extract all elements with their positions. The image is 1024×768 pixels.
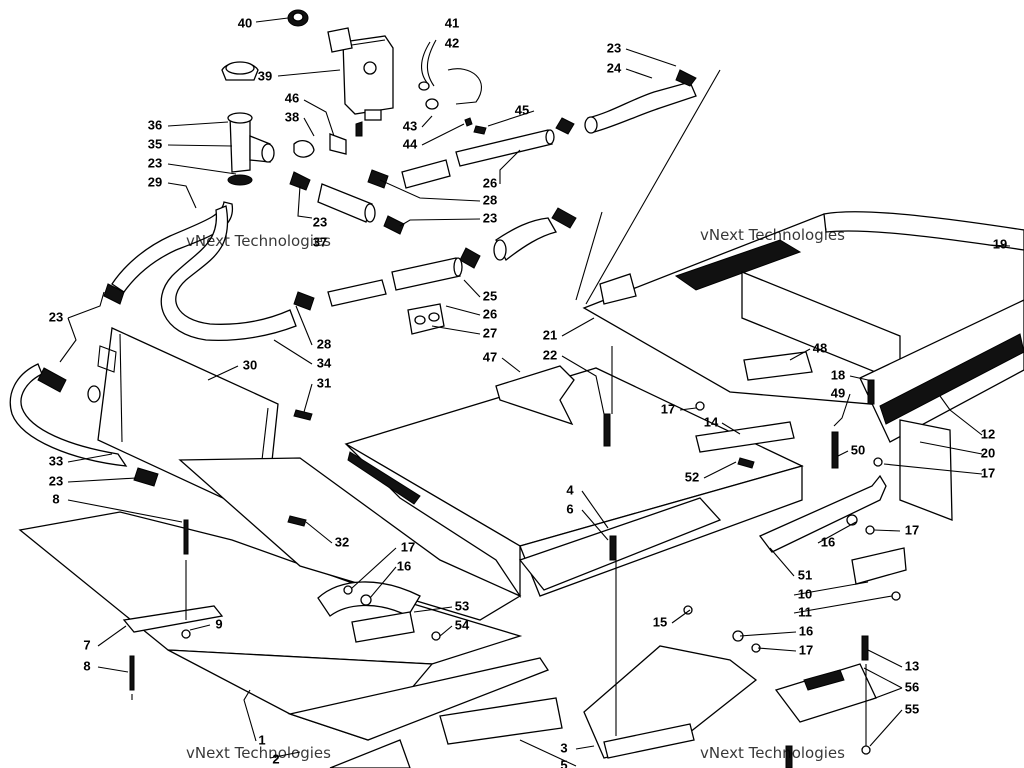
callout-label: 9 <box>215 616 222 631</box>
callout-label: 18 <box>831 367 845 382</box>
callout-label: 49 <box>831 385 845 400</box>
callout-label: 23 <box>148 155 162 170</box>
callout-label: 48 <box>813 340 827 355</box>
callout-label: 46 <box>285 90 299 105</box>
callout-label: 51 <box>798 567 812 582</box>
callout-label: 1 <box>258 732 265 747</box>
callout-label: 16 <box>821 534 835 549</box>
callout-label: 53 <box>455 598 469 613</box>
callout-label: 52 <box>685 469 699 484</box>
callout-label: 13 <box>905 658 919 673</box>
callout-label: 7 <box>83 637 90 652</box>
callout-label: 12 <box>981 426 995 441</box>
watermark-text: vNext Technologies <box>186 232 331 250</box>
overflow-hose <box>418 39 482 127</box>
callout-label: 36 <box>148 117 162 132</box>
callout-label: 17 <box>401 539 415 554</box>
callout-label: 43 <box>403 118 417 133</box>
callout-label: 34 <box>317 355 332 370</box>
callout-label: 23 <box>607 40 621 55</box>
callout-label: 8 <box>52 491 59 506</box>
thermostat-housing <box>221 61 363 186</box>
watermark-text: vNext Technologies <box>186 744 331 762</box>
footrest-bracket <box>583 645 877 759</box>
callout-label: 50 <box>851 442 865 457</box>
callout-label: 33 <box>49 453 63 468</box>
callout-label: 28 <box>317 336 331 351</box>
callout-label: 16 <box>397 558 411 573</box>
rear-frame <box>582 211 1024 521</box>
fasteners <box>129 125 901 768</box>
callout-label: 56 <box>905 679 919 694</box>
callout-label: 39 <box>258 68 272 83</box>
callout-label: 28 <box>483 192 497 207</box>
callout-label: 17 <box>661 401 675 416</box>
callout-label: 17 <box>799 642 813 657</box>
callout-label: 20 <box>981 445 995 460</box>
callout-label: 23 <box>483 210 497 225</box>
callout-label: 17 <box>981 465 995 480</box>
callout-label: 5 <box>560 757 567 768</box>
chassis-tunnel <box>344 367 804 599</box>
callout-label: 2 <box>272 751 279 766</box>
callout-label: 23 <box>313 214 327 229</box>
callout-label: 3 <box>560 740 567 755</box>
callout-label: 26 <box>483 175 497 190</box>
callout-label: 41 <box>445 15 459 30</box>
callout-label: 10 <box>798 586 812 601</box>
callout-label: 23 <box>49 473 63 488</box>
callout-label: 19 <box>993 236 1007 251</box>
callout-label: 29 <box>148 174 162 189</box>
callout-label: 22 <box>543 347 557 362</box>
upper-hoses <box>289 69 697 235</box>
callout-label: 14 <box>704 414 719 429</box>
lower-hoses <box>293 207 577 335</box>
callout-label: 6 <box>566 501 573 516</box>
callout-label: 23 <box>49 309 63 324</box>
leader-lines <box>59 17 1011 767</box>
callout-label: 21 <box>543 327 557 342</box>
callout-label: 24 <box>607 60 622 75</box>
callout-label: 37 <box>313 234 327 249</box>
frame-brackets <box>495 365 907 585</box>
callout-label: 44 <box>403 136 418 151</box>
callout-label: 27 <box>483 325 497 340</box>
expansion-bottle <box>287 9 394 121</box>
callout-label: 30 <box>243 357 257 372</box>
callout-label: 45 <box>515 102 529 117</box>
callout-label: 54 <box>455 617 470 632</box>
callout-label: 42 <box>445 35 459 50</box>
watermarks: vNext Technologies vNext Technologies vN… <box>186 226 845 762</box>
callout-label: 11 <box>798 604 812 619</box>
callout-label: 17 <box>905 522 919 537</box>
watermark-text: vNext Technologies <box>700 744 845 762</box>
callout-label: 40 <box>238 15 252 30</box>
callout-label: 26 <box>483 306 497 321</box>
watermark-text: vNext Technologies <box>700 226 845 244</box>
callout-label: 25 <box>483 288 497 303</box>
callout-label: 32 <box>335 534 349 549</box>
callout-label: 55 <box>905 701 919 716</box>
callout-label: 38 <box>285 109 299 124</box>
radiator-hoses <box>9 201 297 487</box>
callout-label: 35 <box>148 136 162 151</box>
callout-label: 15 <box>653 614 667 629</box>
callout-label: 16 <box>799 623 813 638</box>
callout-label: 31 <box>317 375 331 390</box>
callout-label: 4 <box>566 482 574 497</box>
callout-label: 47 <box>483 349 497 364</box>
callout-label: 8 <box>83 658 90 673</box>
